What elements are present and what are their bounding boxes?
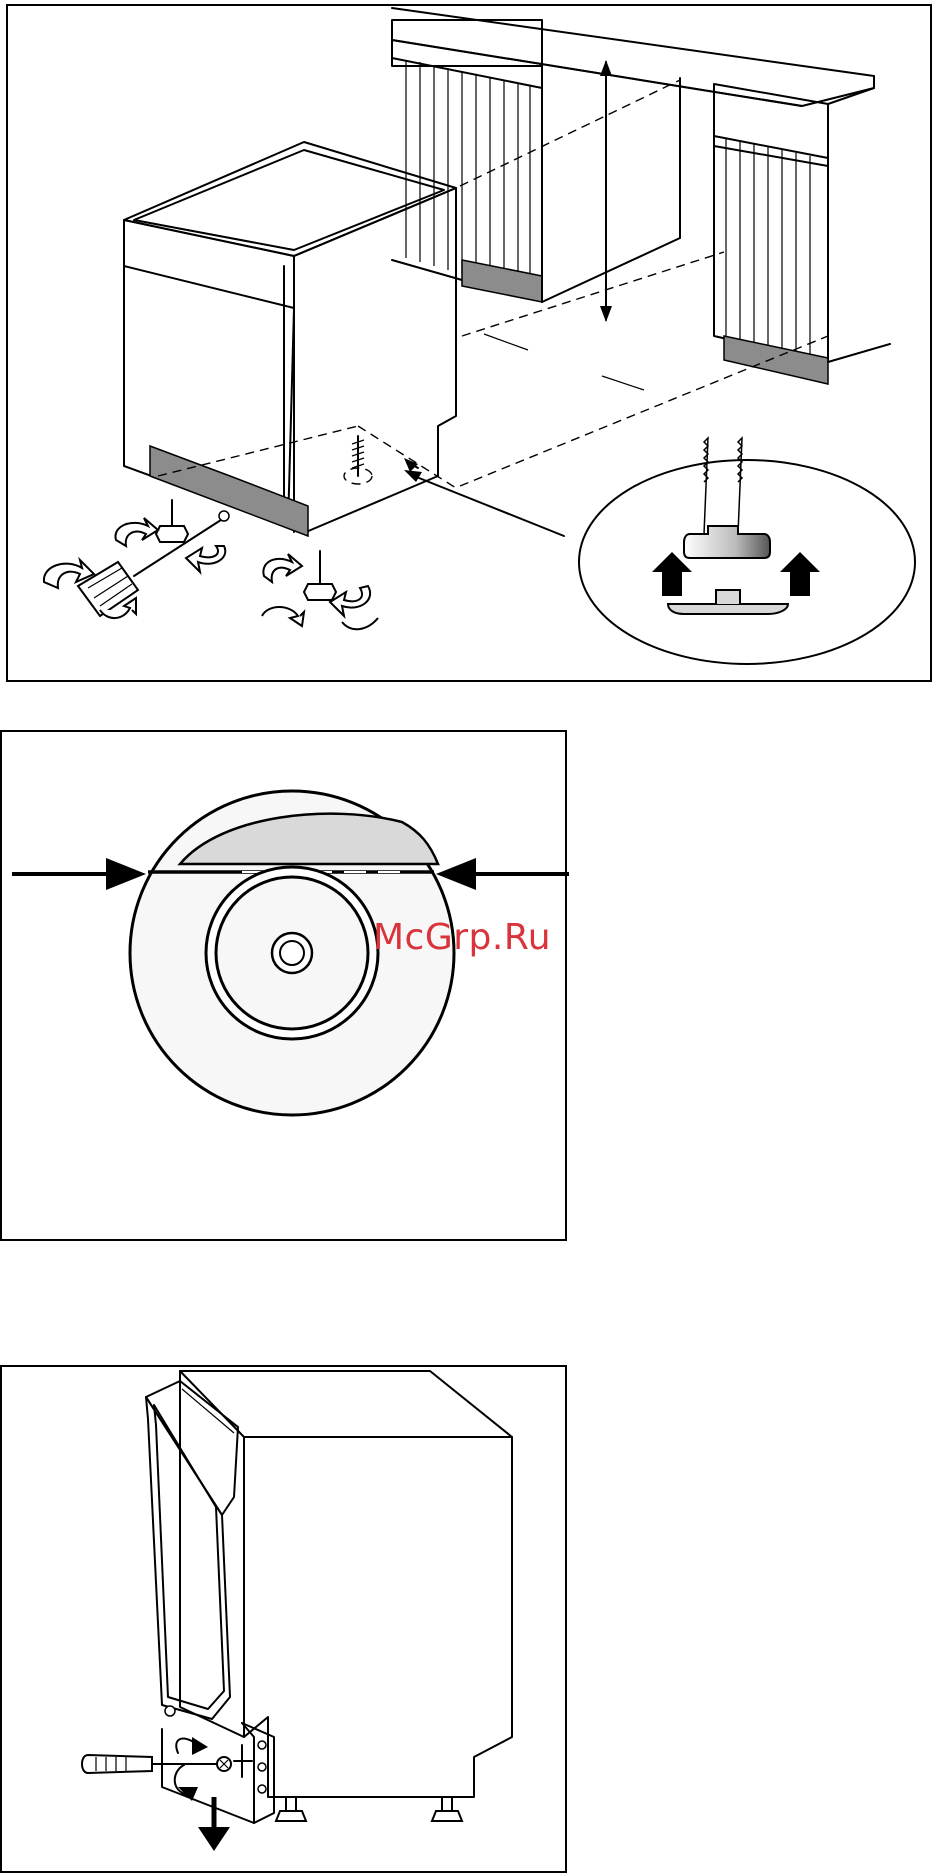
right-arrow-icon — [12, 858, 146, 890]
watermark-text: McGrp.Ru — [373, 917, 551, 958]
door-fixing-figure — [0, 1365, 567, 1873]
adjustable-foot-icon — [344, 436, 372, 484]
leveling-feet-figure — [6, 4, 932, 682]
dishwasher-icon — [146, 1371, 512, 1797]
down-arrow-icon — [198, 1797, 230, 1851]
up-arrow-icon — [780, 552, 820, 596]
level-indicator-figure — [0, 730, 567, 1241]
rotate-arrow-icon — [115, 518, 378, 629]
adjustable-foot-icon — [156, 500, 336, 600]
foot-detail-inset — [579, 438, 915, 664]
leveling-feet-drawing — [8, 6, 934, 684]
door-fixing-drawing — [2, 1367, 569, 1875]
rotate-arrow-icon — [175, 1737, 208, 1801]
up-arrow-icon — [652, 552, 692, 596]
kitchen-cabinets-icon — [392, 8, 890, 384]
bubble-level-icon — [2, 732, 569, 1243]
left-arrow-icon — [436, 858, 569, 890]
screwdriver-icon — [82, 1755, 231, 1773]
